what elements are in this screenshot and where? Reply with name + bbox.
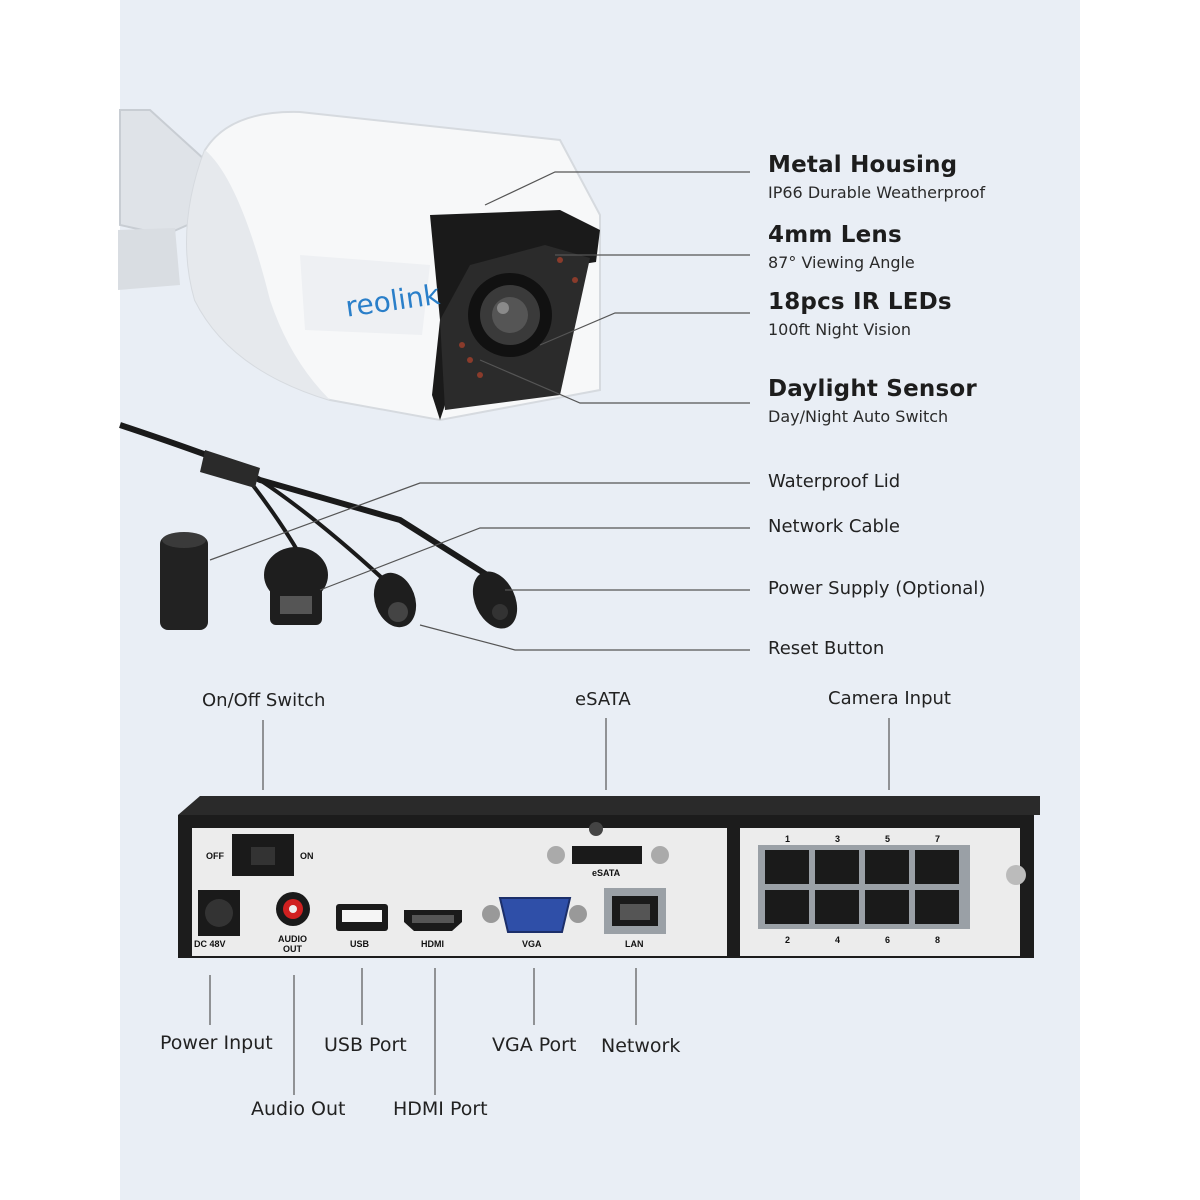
- feature-title-housing: Metal Housing: [768, 152, 958, 178]
- vga-label: VGA: [522, 939, 542, 949]
- nvr-label-power-input: Power Input: [160, 1032, 273, 1054]
- camera-illustration: reolink: [118, 109, 601, 422]
- waterproof-lid-graphic: [160, 536, 208, 630]
- reset-connector-graphic: [373, 572, 417, 628]
- power-connector-graphic: [472, 571, 518, 629]
- nvr-illustration: OFF ON DC 48V AUDIO OUT USB HDMI VGA LAN: [178, 796, 1040, 958]
- feature-subtitle-sensor: Day/Night Auto Switch: [768, 407, 949, 426]
- cable-label-lid: Waterproof Lid: [768, 471, 901, 492]
- audio-label-1: AUDIO: [278, 934, 307, 944]
- lan-label: LAN: [625, 939, 644, 949]
- feature-subtitle-housing: IP66 Durable Weatherproof: [768, 183, 986, 202]
- camera-input-ports: 1 3 5 7 2 4 6 8: [758, 834, 970, 945]
- cable-label-reset: Reset Button: [768, 638, 885, 659]
- esata-port-label: eSATA: [592, 868, 621, 878]
- feature-title-lens: 4mm Lens: [768, 222, 902, 248]
- camera-callout-lines: [209, 171, 750, 651]
- nvr-label-hdmi: HDMI Port: [393, 1098, 488, 1120]
- camera-cables: [119, 422, 518, 630]
- nvr-label-vga: VGA Port: [492, 1034, 577, 1056]
- port-8: 8: [935, 935, 940, 945]
- nvr-label-esata: eSATA: [575, 689, 631, 710]
- port-7: 7: [935, 834, 940, 844]
- port-4: 4: [835, 935, 840, 945]
- nvr-callout-lines: [209, 718, 890, 1095]
- nvr-label-usb: USB Port: [324, 1034, 407, 1056]
- feature-title-ir: 18pcs IR LEDs: [768, 289, 952, 315]
- audio-label-2: OUT: [283, 944, 303, 954]
- port-2: 2: [785, 935, 790, 945]
- nvr-label-camera-input: Camera Input: [828, 688, 951, 709]
- dc-label: DC 48V: [194, 939, 226, 949]
- nvr-label-network: Network: [601, 1035, 681, 1057]
- cable-label-power: Power Supply (Optional): [768, 578, 986, 599]
- feature-subtitle-ir: 100ft Night Vision: [768, 320, 912, 339]
- on-label: ON: [300, 851, 314, 861]
- nvr-label-audio-out: Audio Out: [251, 1098, 346, 1120]
- port-1: 1: [785, 834, 790, 844]
- network-connector-graphic: [264, 547, 328, 625]
- port-3: 3: [835, 834, 840, 844]
- nvr-label-switch: On/Off Switch: [202, 690, 326, 711]
- cable-label-network: Network Cable: [768, 516, 900, 537]
- off-label: OFF: [206, 851, 224, 861]
- hdmi-label: HDMI: [421, 939, 444, 949]
- feature-subtitle-lens: 87° Viewing Angle: [768, 253, 915, 272]
- port-6: 6: [885, 935, 890, 945]
- usb-label: USB: [350, 939, 370, 949]
- feature-title-sensor: Daylight Sensor: [768, 376, 977, 402]
- port-5: 5: [885, 834, 890, 844]
